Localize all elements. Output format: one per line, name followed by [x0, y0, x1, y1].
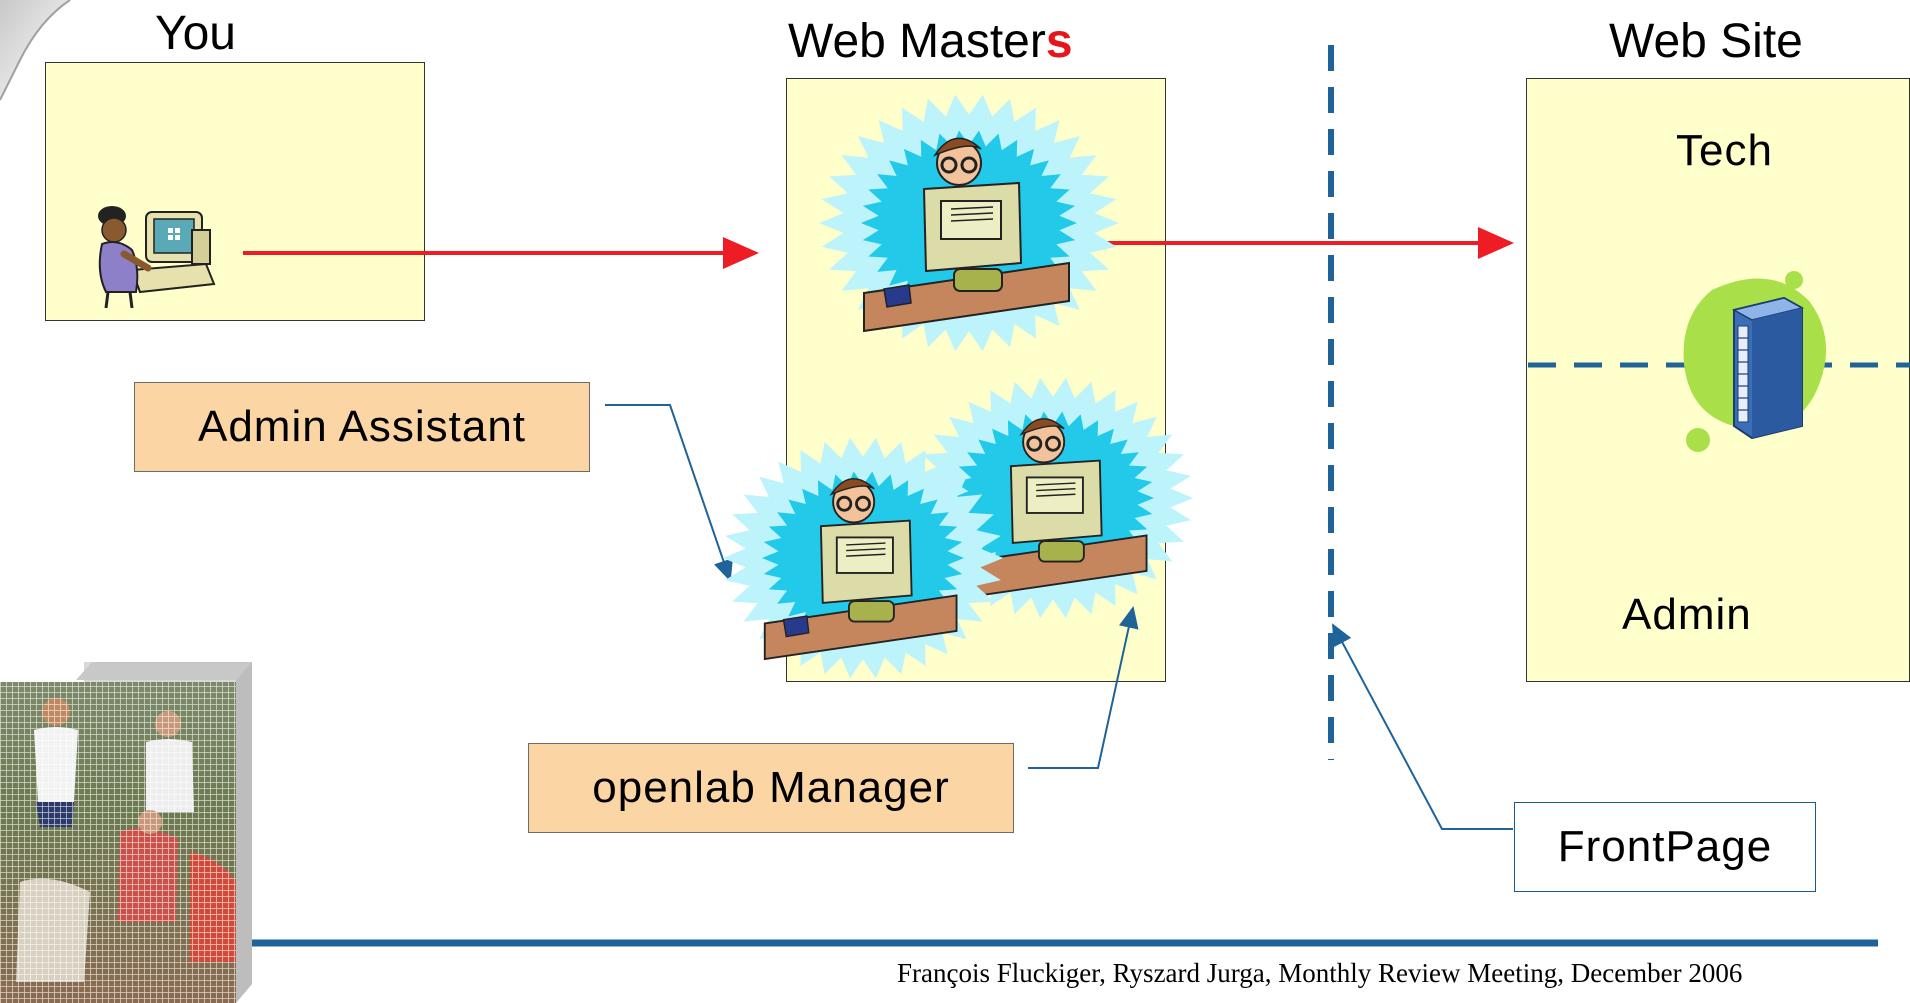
- server-tower-icon: [1683, 271, 1827, 452]
- openlab-manager-leader: [1028, 606, 1139, 769]
- admin-label: Admin: [1622, 590, 1752, 639]
- openlab-manager-label: openlab Manager: [528, 743, 1014, 833]
- website-title: Web Site: [1609, 15, 1803, 68]
- frontpage-label: FrontPage: [1514, 802, 1816, 892]
- webmasters-title-accent: s: [1045, 15, 1073, 68]
- admin-assistant-leader: [605, 404, 733, 582]
- tech-label: Tech: [1676, 126, 1773, 175]
- person-at-computer-icon: [98, 206, 216, 309]
- webmasters-title: Web Masters: [788, 18, 1073, 66]
- webmasters-title-main: Web Master: [788, 15, 1046, 68]
- frontpage-leader: [1332, 623, 1513, 830]
- team-photo: [0, 662, 252, 1003]
- you-title: You: [155, 7, 236, 60]
- admin-assistant-label: Admin Assistant: [134, 382, 590, 472]
- page-curl-decoration: [0, 0, 71, 101]
- webmaster-at-desk-icon: [819, 94, 1119, 352]
- webmaster-at-desk-icon: [722, 437, 1004, 679]
- footer-credit: François Fluckiger, Ryszard Jurga, Month…: [897, 958, 1743, 988]
